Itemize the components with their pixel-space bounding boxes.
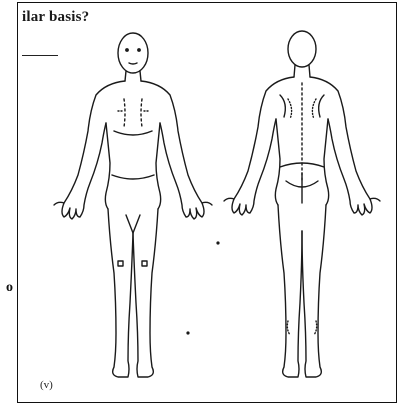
body-figure-front xyxy=(54,33,212,377)
body-figures xyxy=(18,3,396,402)
figure-caption: (v) xyxy=(40,379,53,391)
body-figure-back xyxy=(224,31,380,377)
body-diagram-panel: ilar basis? xyxy=(17,2,397,403)
side-letter: o xyxy=(6,280,13,296)
